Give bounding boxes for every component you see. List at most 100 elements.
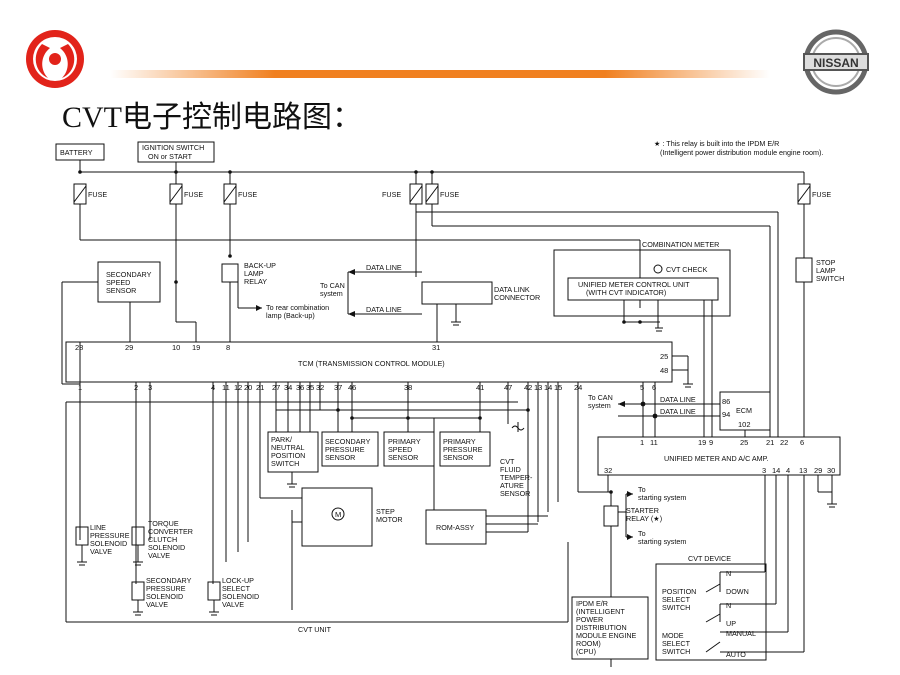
data-line-label-4: DATA LINE bbox=[660, 407, 696, 416]
amp-pin-29: 29 bbox=[814, 466, 822, 475]
amp-pin-1: 1 bbox=[640, 438, 644, 447]
umcu-label-2: (WITH CVT INDICATOR) bbox=[586, 288, 666, 297]
mode-select-1: MODE bbox=[662, 631, 684, 640]
tcm-pin-24: 24 bbox=[574, 383, 582, 392]
amp-pin-14: 14 bbox=[772, 466, 780, 475]
secondary-speed-1: SECONDARY bbox=[106, 270, 152, 279]
data-line-label-1: DATA LINE bbox=[366, 263, 402, 272]
fuse-label-6: FUSE bbox=[812, 190, 831, 199]
tcm-pin-21: 21 bbox=[256, 383, 264, 392]
step-motor-1: STEP bbox=[376, 507, 395, 516]
position-select-3: SWITCH bbox=[662, 603, 690, 612]
stop-lamp-1: STOP bbox=[816, 258, 836, 267]
to-can-right-1: To CAN bbox=[588, 393, 613, 402]
pnp-1: PARK/ bbox=[271, 435, 292, 444]
tcm-pin-47: 47 bbox=[504, 383, 512, 392]
tcm-pin-11: 11 bbox=[222, 383, 230, 392]
torque-conv-5: VALVE bbox=[148, 551, 170, 560]
starter-relay-2: RELAY (★) bbox=[626, 514, 662, 523]
line-pressure-1: LINE bbox=[90, 523, 106, 532]
lockup-sol-4: VALVE bbox=[222, 600, 244, 609]
line-pressure-2: PRESSURE bbox=[90, 531, 130, 540]
to-can-right-2: system bbox=[588, 401, 611, 410]
ecm-pin-94: 94 bbox=[722, 410, 730, 419]
prim-pressure-3: SENSOR bbox=[443, 453, 473, 462]
prim-speed-3: SENSOR bbox=[388, 453, 418, 462]
note-line-2: (Intelligent power distribution module e… bbox=[660, 148, 823, 157]
sec-pressure-sol-3: SOLENOID bbox=[146, 592, 183, 601]
tcm-pin-6: 6 bbox=[652, 383, 656, 392]
lockup-sol-2: SELECT bbox=[222, 584, 251, 593]
tcm-pin-8: 8 bbox=[226, 343, 230, 352]
tcm-pin-25: 25 bbox=[660, 352, 668, 361]
tcm-pin-27: 27 bbox=[272, 383, 280, 392]
sec-pressure-sol-1: SECONDARY bbox=[146, 576, 192, 585]
tcm-pin-28: 28 bbox=[75, 343, 83, 352]
tcm-pin-48: 48 bbox=[660, 366, 668, 375]
tcm-pin-41: 41 bbox=[476, 383, 484, 392]
ipdm-1: IPDM E/R bbox=[576, 599, 608, 608]
pnp-2: NEUTRAL bbox=[271, 443, 305, 452]
tcm-pin-38: 38 bbox=[404, 383, 412, 392]
mode-select-3: SWITCH bbox=[662, 647, 690, 656]
position-select-1: POSITION bbox=[662, 587, 696, 596]
cvt-circuit-diagram: ★ : This relay is built into the IPDM E/… bbox=[55, 139, 844, 667]
sec-pressure-3: SENSOR bbox=[325, 453, 355, 462]
switch-auto: AUTO bbox=[726, 650, 746, 659]
sec-pressure-2: PRESSURE bbox=[325, 445, 365, 454]
pnp-4: SWITCH bbox=[271, 459, 299, 468]
tcm-pin-14: 14 bbox=[544, 383, 552, 392]
position-select-2: SELECT bbox=[662, 595, 691, 604]
ecm-label: ECM bbox=[736, 406, 752, 415]
combination-meter-label: COMBINATION METER bbox=[642, 240, 719, 249]
fluid-temp-1: CVT bbox=[500, 457, 515, 466]
cvt-device-label: CVT DEVICE bbox=[688, 554, 731, 563]
pnp-3: POSITION bbox=[271, 451, 305, 460]
to-can-1: To CAN bbox=[320, 281, 345, 290]
tcm-pin-19: 19 bbox=[192, 343, 200, 352]
amp-pin-4: 4 bbox=[786, 466, 790, 475]
cvt-check-label: CVT CHECK bbox=[666, 265, 708, 274]
sec-pressure-sol-2: PRESSURE bbox=[146, 584, 186, 593]
switch-manual: MANUAL bbox=[726, 629, 756, 638]
tcm-pin-2: 2 bbox=[134, 383, 138, 392]
rear-comb-2: lamp (Back-up) bbox=[266, 311, 315, 320]
tcm-pin-13: 13 bbox=[534, 383, 542, 392]
ecm-pin-86: 86 bbox=[722, 397, 730, 406]
torque-conv-4: SOLENOID bbox=[148, 543, 185, 552]
tcm-pin-29: 29 bbox=[125, 343, 133, 352]
tcm-pin-42: 42 bbox=[524, 383, 532, 392]
amp-pin-3: 3 bbox=[762, 466, 766, 475]
sec-pressure-1: SECONDARY bbox=[325, 437, 371, 446]
lockup-sol-1: LOCK-UP bbox=[222, 576, 254, 585]
prim-speed-2: SPEED bbox=[388, 445, 412, 454]
amp-pin-25: 25 bbox=[740, 438, 748, 447]
dlc-label-1: DATA LINK bbox=[494, 285, 530, 294]
mode-select-2: SELECT bbox=[662, 639, 691, 648]
motor-symbol: M bbox=[335, 510, 341, 519]
amp-pin-21: 21 bbox=[766, 438, 774, 447]
to-starting-1a: To bbox=[638, 485, 646, 494]
tcm-pin-34: 34 bbox=[284, 383, 292, 392]
amp-pin-11: 11 bbox=[650, 438, 658, 447]
ipdm-7: (CPU) bbox=[576, 647, 596, 656]
fuse-label-4: FUSE bbox=[382, 190, 401, 199]
tcm-pin-37: 37 bbox=[334, 383, 342, 392]
line-pressure-4: VALVE bbox=[90, 547, 112, 556]
note-line-1: ★ : This relay is built into the IPDM E/… bbox=[654, 139, 779, 148]
amp-pin-13: 13 bbox=[799, 466, 807, 475]
dlc-label-2: CONNECTOR bbox=[494, 293, 540, 302]
ignition-label-1: IGNITION SWITCH bbox=[142, 143, 204, 152]
torque-conv-2: CONVERTER bbox=[148, 527, 193, 536]
amp-pin-9: 9 bbox=[709, 438, 713, 447]
tcm-pin-46: 46 bbox=[348, 383, 356, 392]
ignition-label-2: ON or START bbox=[148, 152, 193, 161]
fuse-label-2: FUSE bbox=[184, 190, 203, 199]
tcm-pin-20: 20 bbox=[244, 383, 252, 392]
tcm-pin-12: 12 bbox=[234, 383, 242, 392]
umcu-label-1: UNIFIED METER CONTROL UNIT bbox=[578, 280, 690, 289]
amp-pin-6: 6 bbox=[800, 438, 804, 447]
torque-conv-1: TORQUE bbox=[148, 519, 179, 528]
ipdm-4: DISTRIBUTION bbox=[576, 623, 627, 632]
fluid-temp-4: ATURE bbox=[500, 481, 524, 490]
